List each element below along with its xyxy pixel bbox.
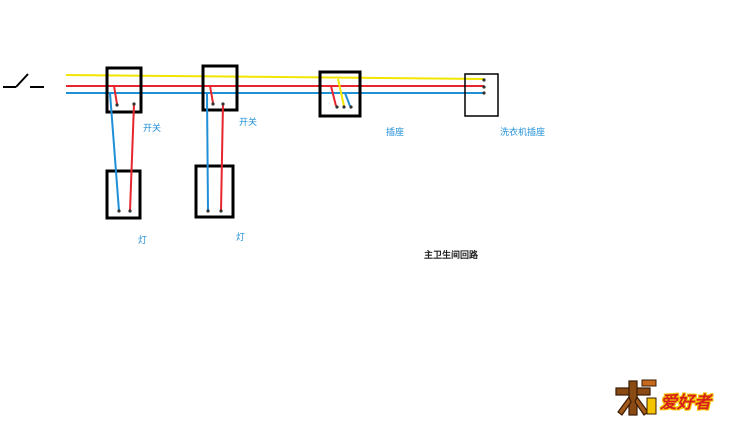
site-logo	[615, 379, 657, 416]
lamp-1-label: 灯	[138, 236, 148, 246]
terminal-dots	[115, 78, 486, 213]
earth-line	[65, 74, 485, 80]
circuit-caption: 主卫生间回路	[424, 251, 479, 261]
wood-character-mark	[615, 379, 657, 416]
socket-wires	[330, 78, 351, 107]
lamp-box-1	[105, 169, 142, 220]
washer-socket-box	[464, 73, 499, 117]
switch-1-wires	[109, 85, 135, 212]
socket-box	[318, 70, 362, 118]
switch-1-label: 开关	[143, 124, 162, 134]
switch-2-label: 开关	[239, 118, 258, 128]
switch-box-1	[105, 66, 143, 114]
switch-2-wires	[206, 85, 224, 212]
breaker-symbol	[3, 73, 44, 88]
lamp-2-label: 灯	[236, 233, 246, 243]
socket-label: 插座	[386, 128, 405, 138]
switch-box-2	[201, 64, 239, 112]
lamp-box-2	[194, 164, 235, 219]
logo-text: 爱好者	[660, 393, 711, 413]
washer-socket-label: 洗衣机插座	[500, 128, 546, 138]
